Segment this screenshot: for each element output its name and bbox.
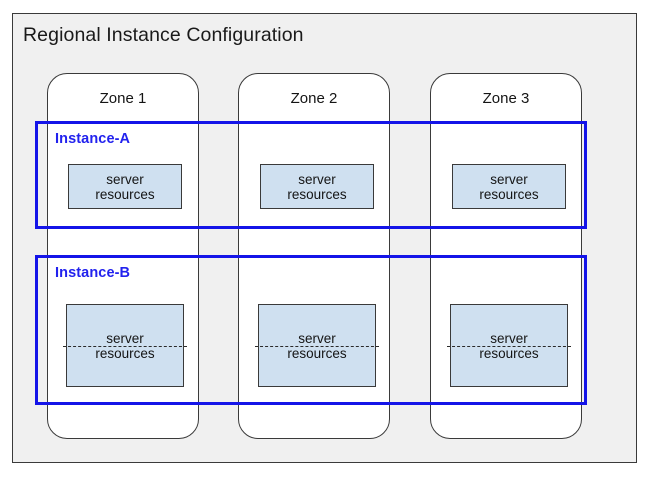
server-resources-box[interactable]: server resources bbox=[447, 304, 571, 387]
server-resources-label: server resources bbox=[95, 330, 155, 361]
zone-label-3: Zone 3 bbox=[482, 90, 530, 107]
instance-band-b[interactable]: Instance-B server resources server resou… bbox=[35, 255, 587, 405]
region-container: Regional Instance Configuration Zone 1 Z… bbox=[12, 13, 637, 463]
server-resources-box[interactable]: server resources bbox=[255, 304, 379, 387]
instance-label-a: Instance-A bbox=[55, 131, 131, 147]
instance-band-a[interactable]: Instance-A server resources server resou… bbox=[35, 121, 587, 229]
zone-label-2: Zone 2 bbox=[290, 90, 338, 107]
page-title: Regional Instance Configuration bbox=[23, 24, 304, 46]
server-resources-label: server resources bbox=[479, 171, 539, 202]
server-resources-label: server resources bbox=[95, 171, 155, 202]
zone-label-1: Zone 1 bbox=[99, 90, 147, 107]
server-resources-box[interactable]: server resources bbox=[260, 164, 374, 209]
split-divider-line bbox=[63, 345, 187, 347]
server-resources-box[interactable]: server resources bbox=[68, 164, 182, 209]
server-resources-label: server resources bbox=[287, 171, 347, 202]
split-divider-line bbox=[447, 345, 571, 347]
server-resources-label: server resources bbox=[479, 330, 539, 361]
instance-label-b: Instance-B bbox=[55, 265, 131, 281]
split-divider-line bbox=[255, 345, 379, 347]
server-resources-label: server resources bbox=[287, 330, 347, 361]
server-resources-box[interactable]: server resources bbox=[452, 164, 566, 209]
server-resources-box[interactable]: server resources bbox=[63, 304, 187, 387]
